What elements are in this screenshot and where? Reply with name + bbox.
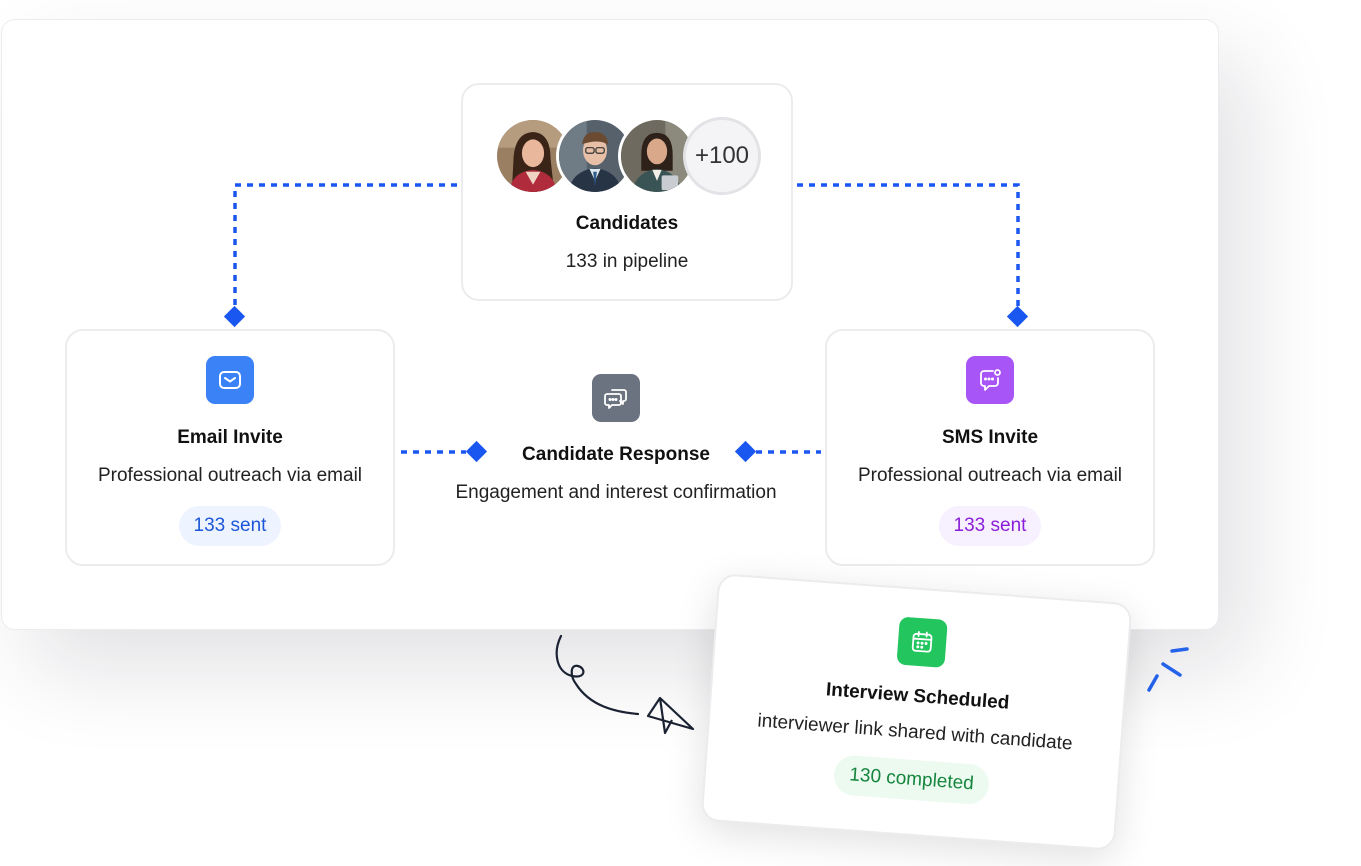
- interview-scheduled-subtitle: interviewer link shared with candidate: [757, 710, 1074, 755]
- interview-scheduled-title: Interview Scheduled: [825, 679, 1010, 714]
- sparkle-icon: [1149, 649, 1187, 690]
- interview-completed-badge: 130 completed: [833, 754, 990, 805]
- paper-plane-icon: [648, 698, 693, 733]
- curly-arrow-icon: [557, 636, 638, 714]
- calendar-icon: [896, 616, 947, 667]
- interview-scheduled-card[interactable]: Interview Scheduled interviewer link sha…: [700, 573, 1132, 851]
